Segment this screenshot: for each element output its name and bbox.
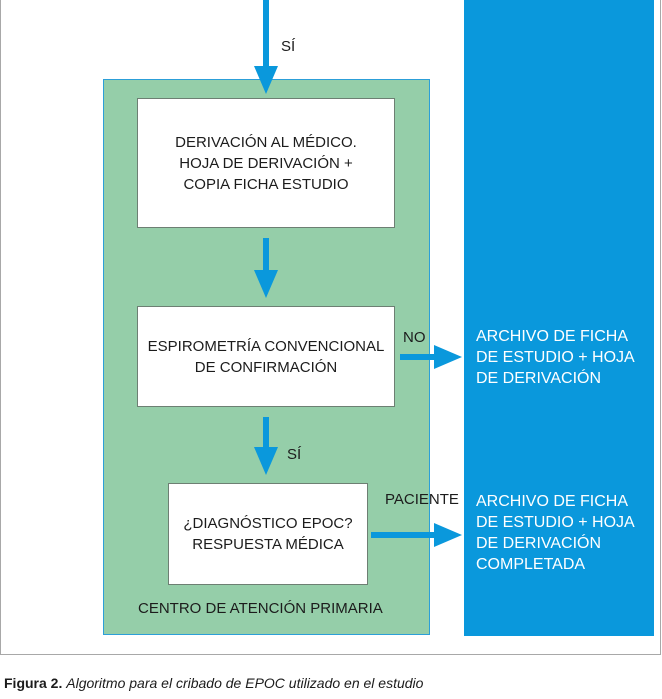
label-no: NO [403,329,426,346]
box-espirometria: ESPIROMETRÍA CONVENCIONAL DE CONFIRMACIÓ… [137,306,395,407]
arrow-paciente-to-archivo [371,523,462,547]
archivo-ficha-text: ARCHIVO DE FICHA DE ESTUDIO + HOJA DE DE… [476,328,635,387]
arrow-derivacion-to-espirometria [254,238,278,298]
archive-side-panel [464,0,654,636]
figure-caption-text: Algoritmo para el cribado de EPOC utiliz… [66,675,424,691]
arrow-top-down [254,0,278,94]
figure-caption: Figura 2. Algoritmo para el cribado de E… [4,675,423,691]
box-diagnostico: ¿DIAGNÓSTICO EPOC? RESPUESTA MÉDICA [168,483,368,585]
box-derivacion: DERIVACIÓN AL MÉDICO. HOJA DE DERIVACIÓN… [137,98,395,228]
label-centro-atencion-primaria: CENTRO DE ATENCIÓN PRIMARIA [138,600,383,617]
label-si-mid: SÍ [287,446,302,463]
label-si-top: SÍ [281,38,296,55]
figure-number: Figura 2. [4,675,63,691]
arrow-no-to-archivo [400,345,462,369]
label-paciente: PACIENTE [385,491,459,508]
arrow-espirometria-to-diagnostico [254,417,278,475]
archivo-ficha-completada-text: ARCHIVO DE FICHA DE ESTUDIO + HOJA DE DE… [476,493,635,573]
